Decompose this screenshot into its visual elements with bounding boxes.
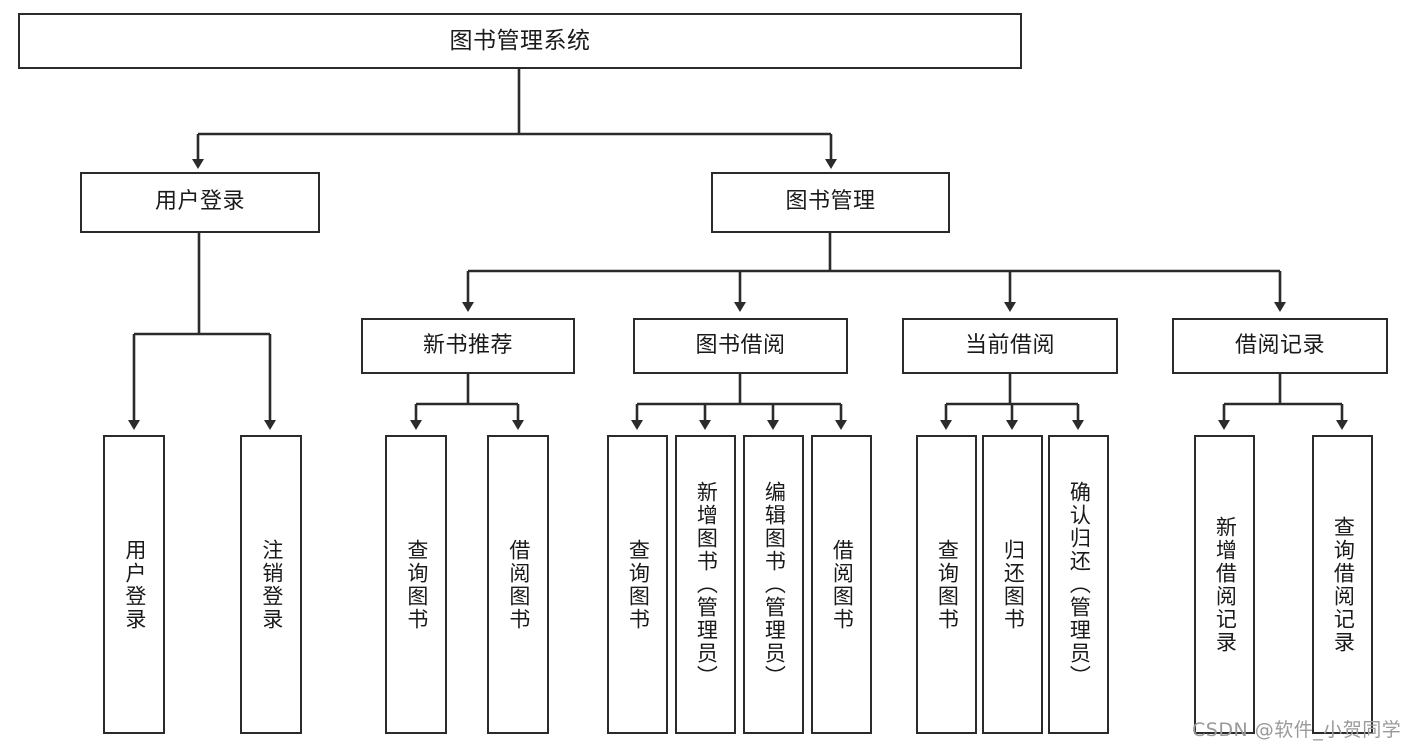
- leaf-book-borrow-query-book[interactable]: 查询图书: [607, 435, 668, 734]
- node-label: 查询图书: [404, 538, 429, 631]
- node-label: 图书管理: [785, 189, 876, 215]
- node-label: 查询图书: [626, 538, 651, 631]
- leaf-borrow-record-query-record[interactable]: 查询借阅记录: [1312, 435, 1373, 734]
- csdn-watermark: CSDN @软件_小贺同学: [1192, 715, 1401, 742]
- node-new-book-recommend[interactable]: 新书推荐: [361, 318, 575, 374]
- node-root-book-management-system[interactable]: 图书管理系统: [18, 13, 1022, 69]
- leaf-new-book-query-book[interactable]: 查询图书: [385, 435, 447, 734]
- node-label: 编辑图书（管理员）: [762, 481, 787, 688]
- leaf-new-book-borrow-book[interactable]: 借阅图书: [487, 435, 549, 734]
- node-label: 新增图书（管理员）: [694, 481, 719, 688]
- node-label: 借阅图书: [506, 538, 531, 631]
- node-label: 注销登录: [259, 538, 284, 631]
- node-label: 归还图书: [1001, 538, 1026, 631]
- leaf-book-borrow-borrow-book[interactable]: 借阅图书: [811, 435, 872, 734]
- node-label: 新增借阅记录: [1213, 515, 1238, 654]
- node-borrow-record[interactable]: 借阅记录: [1172, 318, 1388, 374]
- leaf-user-login-logout[interactable]: 注销登录: [240, 435, 302, 734]
- node-label: 借阅图书: [830, 538, 855, 631]
- leaf-borrow-record-add-record[interactable]: 新增借阅记录: [1194, 435, 1255, 734]
- node-label: 确认归还（管理员）: [1067, 481, 1092, 688]
- node-current-borrow[interactable]: 当前借阅: [902, 318, 1118, 374]
- node-label: 新书推荐: [422, 332, 513, 358]
- node-book-management[interactable]: 图书管理: [711, 172, 950, 233]
- leaf-current-borrow-return-book[interactable]: 归还图书: [982, 435, 1043, 734]
- node-label: 当前借阅: [964, 332, 1055, 358]
- node-user-login[interactable]: 用户登录: [80, 172, 320, 233]
- leaf-book-borrow-edit-book-admin[interactable]: 编辑图书（管理员）: [743, 435, 804, 734]
- leaf-current-borrow-query-book[interactable]: 查询图书: [916, 435, 977, 734]
- node-label: 用户登录: [122, 538, 147, 631]
- watermark-text: CSDN @软件_小贺同学: [1192, 719, 1402, 741]
- node-label: 图书借阅: [695, 332, 786, 358]
- node-label: 图书管理系统: [449, 27, 591, 54]
- node-label: 借阅记录: [1234, 332, 1325, 358]
- node-label: 用户登录: [154, 189, 245, 215]
- leaf-current-borrow-confirm-return-admin[interactable]: 确认归还（管理员）: [1048, 435, 1109, 734]
- leaf-user-login-login[interactable]: 用户登录: [103, 435, 165, 734]
- node-label: 查询借阅记录: [1331, 515, 1356, 654]
- node-label: 查询图书: [935, 538, 960, 631]
- leaf-book-borrow-add-book-admin[interactable]: 新增图书（管理员）: [675, 435, 736, 734]
- node-book-borrow[interactable]: 图书借阅: [633, 318, 848, 374]
